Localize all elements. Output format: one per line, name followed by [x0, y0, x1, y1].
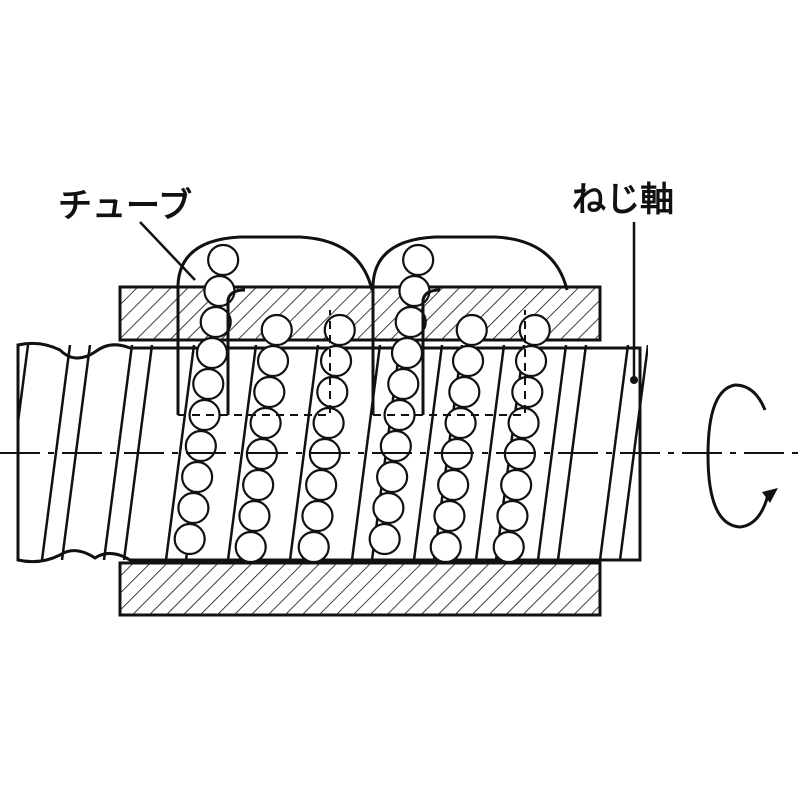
ball: [507, 406, 540, 440]
ball: [199, 305, 232, 339]
ball: [383, 398, 416, 432]
ball: [242, 468, 275, 502]
ball: [379, 429, 412, 463]
ball: [203, 274, 236, 308]
return-tubes: [176, 235, 569, 416]
ball: [496, 499, 529, 533]
ball: [448, 375, 481, 409]
ball: [398, 274, 431, 308]
ball: [177, 491, 210, 525]
screw-shaft: [16, 341, 648, 564]
ball: [368, 522, 401, 556]
ball: [256, 344, 290, 378]
ball: [372, 491, 405, 525]
ball: [437, 468, 470, 502]
tube-leader-line: [139, 221, 196, 281]
ball: [207, 243, 240, 277]
ball: [195, 336, 229, 370]
ball: [253, 375, 286, 409]
ball: [305, 468, 338, 502]
ball: [394, 305, 427, 339]
ball: [429, 530, 462, 564]
ball: [455, 313, 488, 347]
rotation-arrow-icon: [706, 383, 778, 529]
ball: [181, 460, 214, 494]
screw-shaft-label: ねじ軸: [572, 180, 674, 220]
ball: [500, 468, 533, 502]
balls: [173, 243, 551, 564]
ball: [387, 367, 420, 401]
ball: [238, 499, 271, 533]
ball: [184, 429, 217, 463]
ball: [316, 375, 349, 409]
ball: [297, 530, 330, 564]
ball: [402, 243, 435, 277]
ball: [319, 344, 353, 378]
ball: [390, 336, 424, 370]
ball: [376, 460, 409, 494]
ball: [433, 499, 466, 533]
nut-bottom: [118, 561, 602, 617]
ball: [312, 406, 345, 440]
ball: [514, 344, 548, 378]
ball: [511, 375, 544, 409]
ball: [192, 367, 225, 401]
ball: [234, 530, 267, 564]
ball: [249, 406, 282, 440]
ball: [451, 344, 485, 378]
ball: [260, 313, 293, 347]
ball: [444, 406, 477, 440]
tube-label: チューブ: [58, 186, 192, 226]
ball: [492, 530, 525, 564]
ball: [518, 313, 551, 347]
ball: [323, 313, 356, 347]
ball: [188, 398, 221, 432]
ball: [301, 499, 334, 533]
ball: [173, 522, 206, 556]
